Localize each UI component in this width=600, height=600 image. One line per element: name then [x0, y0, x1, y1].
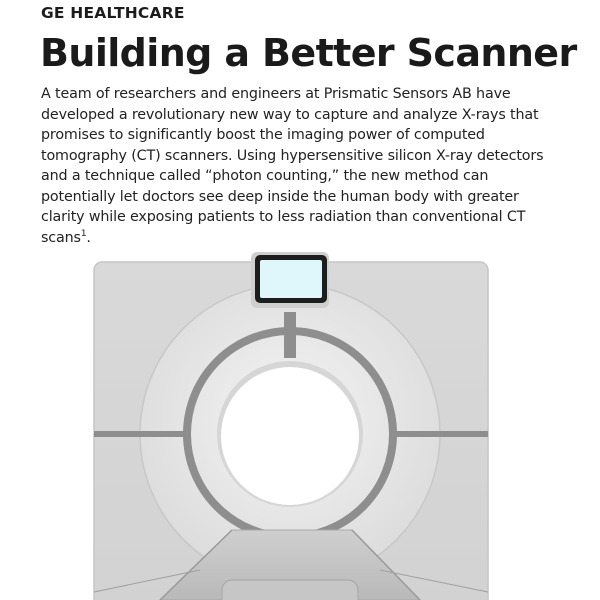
- patient-table: [93, 529, 489, 600]
- section-label: GE HEALTHCARE: [41, 4, 185, 22]
- article-body-text: A team of researchers and engineers at P…: [41, 86, 544, 246]
- table-edge-left: [159, 529, 233, 600]
- table-cushion: [221, 579, 359, 600]
- table-edge-right: [351, 529, 421, 600]
- floor-line-right: [379, 569, 489, 593]
- display-screen: [251, 252, 329, 308]
- footnote-marker: 1: [80, 228, 87, 239]
- floor-line-left: [93, 569, 201, 593]
- screen-mount: [284, 312, 296, 358]
- scanner-bore: [221, 367, 359, 505]
- article-body-end: .: [86, 229, 91, 246]
- screen-glass: [260, 260, 322, 298]
- article-title: Building a Better Scanner: [40, 31, 577, 75]
- article-body: A team of researchers and engineers at P…: [41, 84, 566, 248]
